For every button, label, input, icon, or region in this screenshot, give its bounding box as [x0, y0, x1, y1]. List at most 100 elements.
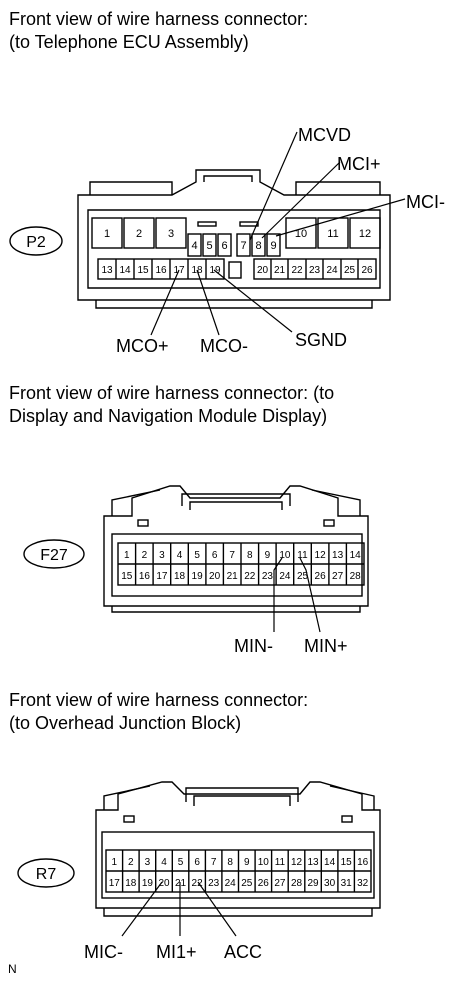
cavity-label: 25: [344, 265, 356, 276]
latch-right: [295, 181, 381, 195]
leader-line-mci-minus: [275, 198, 406, 237]
pin-label-mic-minus: MIC-: [84, 942, 123, 962]
cavity-label: 5: [206, 240, 212, 252]
cavity-label: 9: [270, 240, 276, 252]
cavity-label: 21: [274, 265, 286, 276]
latch-right: [329, 785, 375, 810]
connector-id-badge: [17, 858, 75, 888]
section-title-r7: Front view of wire harness connector: (t…: [9, 690, 309, 733]
connector-diagram-f27: 1 2 3 4 5 6 7 8 9 10 11 12 13 14 15 16 1…: [23, 485, 369, 656]
cavity-label: 24: [279, 571, 291, 582]
latch-left: [111, 489, 161, 516]
cavity-label: 16: [357, 857, 369, 868]
pin-label-mci-plus: MCI+: [337, 154, 381, 174]
cavity-label: 27: [332, 571, 344, 582]
cavity-label: 14: [350, 550, 362, 561]
bottom-lip: [111, 606, 361, 613]
cavity-label: 6: [221, 240, 227, 252]
cavity-label: 16: [139, 571, 151, 582]
center-tab: [185, 787, 299, 802]
cavity-label: 12: [315, 550, 327, 561]
cavity-label: 24: [326, 265, 338, 276]
cavity-label: 13: [307, 857, 319, 868]
section-title-f27: Front view of wire harness connector: (t…: [9, 383, 335, 426]
cavity-label: 7: [240, 240, 246, 252]
latch-right: [311, 489, 361, 516]
cavity-label: 6: [194, 857, 200, 868]
cavity-label: 22: [291, 265, 303, 276]
cavity-label: 15: [137, 265, 149, 276]
cavity-label: 23: [262, 571, 274, 582]
pin-label-min-plus: MIN+: [304, 636, 348, 656]
cavity-label: 3: [159, 550, 165, 561]
cavity-label: 5: [194, 550, 200, 561]
cavity-label: 13: [332, 550, 344, 561]
cavity-label: 16: [155, 265, 167, 276]
cavity-label: 3: [168, 228, 174, 240]
cavity-label: 10: [295, 228, 307, 240]
cavity-label: 21: [175, 878, 187, 889]
center-tab: [203, 175, 253, 182]
cavity-label: 26: [315, 571, 327, 582]
cavity-label: 28: [350, 571, 362, 582]
cavity-label: 2: [128, 857, 134, 868]
leader-line-sgnd: [213, 269, 293, 333]
cavity-label: 20: [158, 878, 170, 889]
pin-label-mco-plus: MCO+: [116, 336, 169, 356]
cavity-label: 27: [274, 878, 286, 889]
connector-id: P2: [26, 234, 46, 251]
cavity-label: 7: [211, 857, 217, 868]
inner-frame: [111, 533, 363, 597]
leader-line-min-plus: [299, 557, 321, 633]
connector-id: R7: [36, 866, 57, 883]
cavity-label: 4: [161, 857, 167, 868]
cavity-label: 3: [145, 857, 151, 868]
cavity-label: 15: [341, 857, 353, 868]
cavity-label: 22: [244, 571, 256, 582]
leader-line-acc: [197, 881, 237, 937]
leader-line-min-minus: [273, 557, 283, 632]
leader-line-mci-plus: [261, 161, 341, 239]
cavity-label: 18: [174, 571, 186, 582]
connector-diagram-p2: 1 2 3 4 5 6 7 8 9 10 11 12 13 14 15 16 1…: [9, 125, 445, 356]
pin-label-mi1-plus: MI1+: [156, 942, 197, 962]
cavity-label: 28: [291, 878, 303, 889]
cavity-label: 1: [104, 228, 110, 240]
cavity-label: 10: [258, 857, 270, 868]
pin-label-mcvd: MCVD: [298, 125, 351, 145]
cavity-label: 2: [142, 550, 148, 561]
cavity-label: 5: [178, 857, 184, 868]
cavity-label: 18: [125, 878, 137, 889]
cavity-label: 19: [192, 571, 204, 582]
connector-id-badge: [23, 539, 85, 569]
cavity-label: 2: [136, 228, 142, 240]
cavity-label: 8: [255, 240, 261, 252]
connector-id: F27: [40, 547, 68, 564]
cavity-label: 25: [297, 571, 309, 582]
pin-label-sgnd: SGND: [295, 330, 347, 350]
cavity-label: 23: [208, 878, 220, 889]
leader-line-mcvd: [249, 131, 298, 241]
connector-body: [77, 169, 391, 301]
pin-label-mci-minus: MCI-: [406, 192, 445, 212]
cavity-label: 13: [101, 265, 113, 276]
cavity-label: 22: [192, 878, 204, 889]
cavity-label: 4: [191, 240, 197, 252]
cavity-label: 9: [265, 550, 271, 561]
cavity-label: 19: [142, 878, 154, 889]
cavity-label: 7: [229, 550, 235, 561]
figure-code: N: [8, 962, 17, 976]
section-title-p2: Front view of wire harness connector: (t…: [9, 9, 309, 52]
cavity-label: 24: [225, 878, 237, 889]
center-tab: [181, 493, 291, 506]
connector-id-badge: [9, 226, 63, 256]
cavity-label: 4: [177, 550, 183, 561]
cavity-label: 15: [121, 571, 133, 582]
cavity-label: 1: [112, 857, 118, 868]
cavity-label: 17: [109, 878, 121, 889]
cavity-label: 11: [275, 857, 286, 868]
inner-frame: [101, 831, 375, 899]
cavity-label: 14: [119, 265, 131, 276]
cavity-label: 11: [297, 550, 308, 561]
cavity-label: 20: [209, 571, 221, 582]
